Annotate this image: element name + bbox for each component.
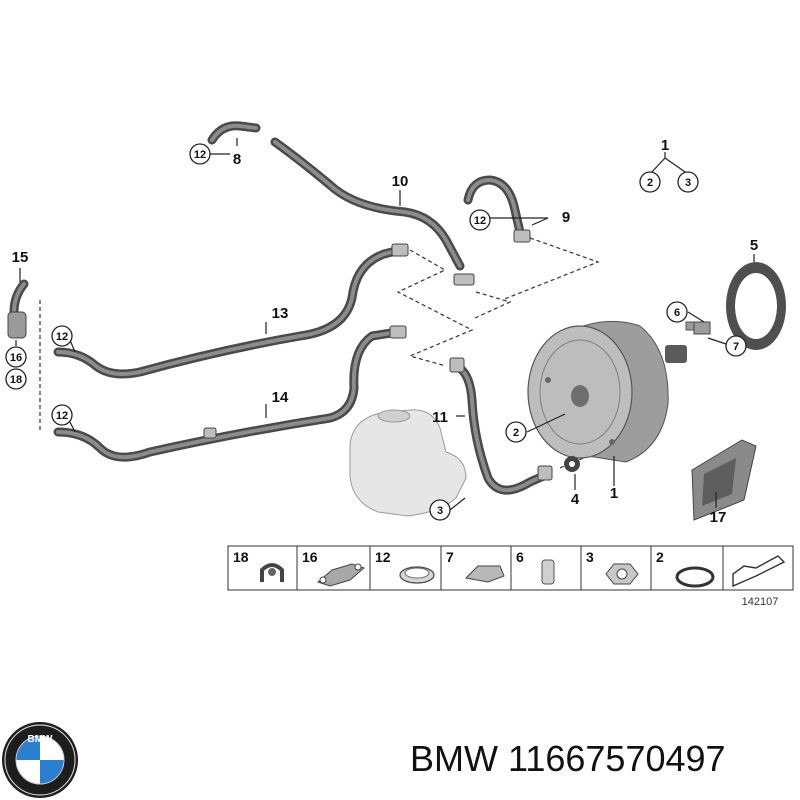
svg-text:9: 9: [562, 209, 570, 226]
hose-10: [270, 137, 465, 271]
svg-text:6: 6: [674, 307, 680, 319]
callout-9: 12 9: [469, 209, 570, 231]
svg-text:1: 1: [661, 137, 669, 154]
fluid-reservoir: [349, 409, 467, 517]
callout-10: 10: [392, 173, 409, 190]
callout-13: 12 13: [51, 305, 289, 347]
hose-8: [207, 121, 261, 145]
svg-text:4: 4: [571, 491, 580, 508]
table-cell-label: 6: [516, 549, 524, 565]
callout-8: 12 8: [189, 143, 241, 168]
bmw-logo-letters: BMW: [28, 734, 54, 745]
part-3-nut-icon: [605, 563, 639, 585]
svg-text:18: 18: [10, 374, 22, 386]
clip-6: [693, 321, 711, 335]
diagram-reference: 142107: [742, 596, 779, 608]
callout-7: 7: [725, 335, 747, 357]
part-18-clip-icon: [260, 563, 284, 582]
hose-11: [451, 361, 553, 495]
part-2-ring-icon: [675, 566, 715, 588]
part-6-pin-icon: [541, 559, 555, 585]
callout-17: 17: [710, 509, 727, 526]
svg-text:12: 12: [194, 149, 206, 161]
hose-9: [463, 175, 525, 237]
table-cell-label: 12: [375, 549, 391, 565]
table-cell-label: 16: [302, 549, 318, 565]
svg-text:2: 2: [647, 177, 653, 189]
callout-1: 1: [610, 485, 618, 502]
callout-5: 5: [750, 237, 758, 254]
svg-text:12: 12: [56, 410, 68, 422]
svg-text:13: 13: [272, 305, 289, 322]
part-7-spring-clip-icon: [464, 565, 505, 583]
callout-2: 2: [505, 421, 527, 443]
svg-text:11: 11: [432, 409, 448, 426]
callout-14: 12 14: [51, 389, 289, 426]
part-12-clamp-icon: [399, 566, 435, 584]
svg-text:3: 3: [685, 177, 691, 189]
brake-booster: [527, 320, 709, 463]
brand-part-number: BMW 11667570497: [410, 738, 726, 779]
svg-text:17: 17: [710, 509, 727, 526]
svg-text:15: 15: [12, 249, 29, 266]
hose-13: [53, 245, 405, 379]
callout-1-top: 1 2 3: [639, 137, 699, 193]
table-cell-label: 3: [586, 549, 594, 565]
arrow-icon: [732, 555, 786, 588]
gasket: [726, 262, 786, 350]
leader-lines: [15, 138, 755, 511]
callout-15: 15 16 18: [5, 249, 29, 390]
hose-connectors: [203, 229, 553, 481]
bracket: [691, 439, 757, 521]
parts-table: 18 16 12 7 6 3 2: [227, 545, 794, 608]
svg-text:10: 10: [392, 173, 409, 190]
grommet: [564, 456, 580, 472]
svg-text:1: 1: [610, 485, 618, 502]
svg-text:8: 8: [233, 151, 241, 168]
table-cell-label: 7: [446, 549, 454, 565]
hose-14: [53, 327, 403, 462]
table-cell-label: 2: [656, 549, 664, 565]
callout-3: 3: [429, 499, 451, 521]
svg-text:12: 12: [474, 215, 486, 227]
svg-text:12: 12: [56, 331, 68, 343]
part-16-bracket-icon: [317, 563, 365, 587]
svg-text:14: 14: [272, 389, 289, 406]
callout-6: 6: [666, 301, 688, 323]
hose-15: [7, 279, 29, 339]
table-cell-label: 18: [233, 549, 249, 565]
callout-11: 11: [432, 409, 448, 426]
svg-text:2: 2: [513, 427, 519, 439]
svg-text:7: 7: [733, 341, 739, 353]
svg-text:5: 5: [750, 237, 758, 254]
bmw-logo: BMW: [2, 722, 78, 798]
callout-4: 4: [571, 491, 580, 508]
svg-text:3: 3: [437, 505, 443, 517]
svg-text:16: 16: [10, 352, 22, 364]
